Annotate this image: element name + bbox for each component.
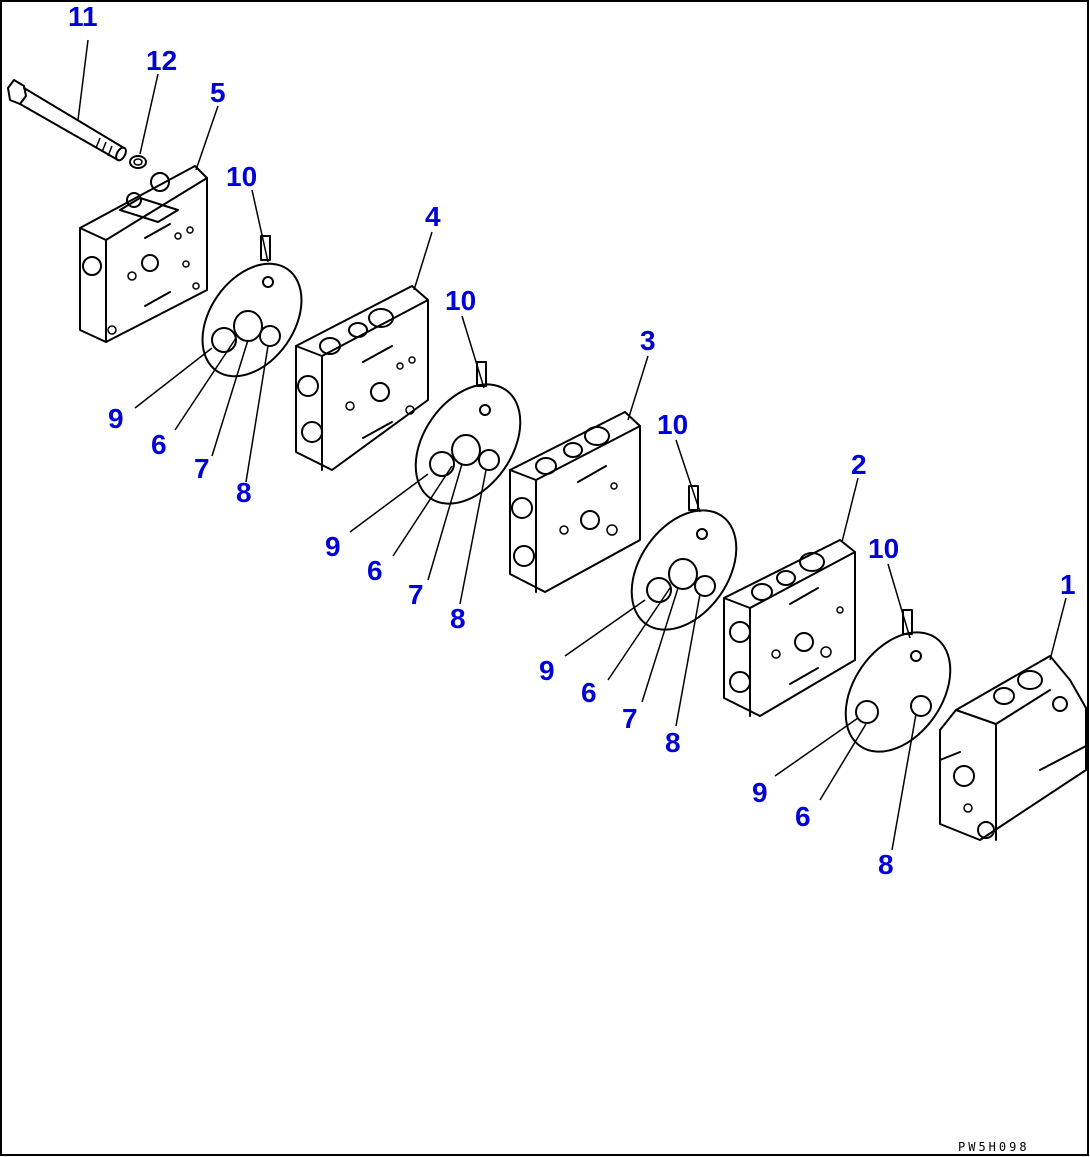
callout-8: 8 [450,603,466,634]
callout-11: 11 [68,1,98,32]
oring-group-a [201,235,303,378]
callout-7: 7 [194,453,210,484]
leader-lines [77,39,1067,851]
callout-12: 12 [146,45,177,76]
oring-group-c [630,485,738,631]
callout-4: 4 [425,201,441,232]
tie-bolt [7,79,127,162]
callout-9: 9 [539,655,555,686]
nut [129,155,147,169]
oring-group-b [414,361,522,505]
callout-7: 7 [408,579,424,610]
callout-6: 6 [151,429,167,460]
callout-8: 8 [665,727,681,758]
callout-8: 8 [878,849,894,880]
callouts: 11 12 5 10 4 9 6 7 8 10 3 9 6 7 8 10 2 9… [68,1,1076,880]
callout-8: 8 [236,477,252,508]
valve-section-1 [939,655,1087,841]
callout-10: 10 [445,285,476,316]
valve-section-5 [79,165,208,343]
document-id: PW5H098 [958,1140,1030,1154]
callout-7: 7 [622,703,638,734]
callout-6: 6 [367,555,383,586]
valve-section-4 [295,285,429,471]
callout-2: 2 [851,449,867,480]
callout-6: 6 [581,677,597,708]
callout-3: 3 [640,325,656,356]
callout-10: 10 [657,409,688,440]
callout-1: 1 [1060,569,1076,600]
callout-10: 10 [226,161,257,192]
valve-section-3 [509,411,641,593]
callout-9: 9 [325,531,341,562]
callout-9: 9 [108,403,124,434]
callout-10: 10 [868,533,899,564]
oring-group-d [844,609,952,753]
callout-5: 5 [210,77,226,108]
callout-9: 9 [752,777,768,808]
valve-section-2 [723,539,856,717]
callout-6: 6 [795,801,811,832]
